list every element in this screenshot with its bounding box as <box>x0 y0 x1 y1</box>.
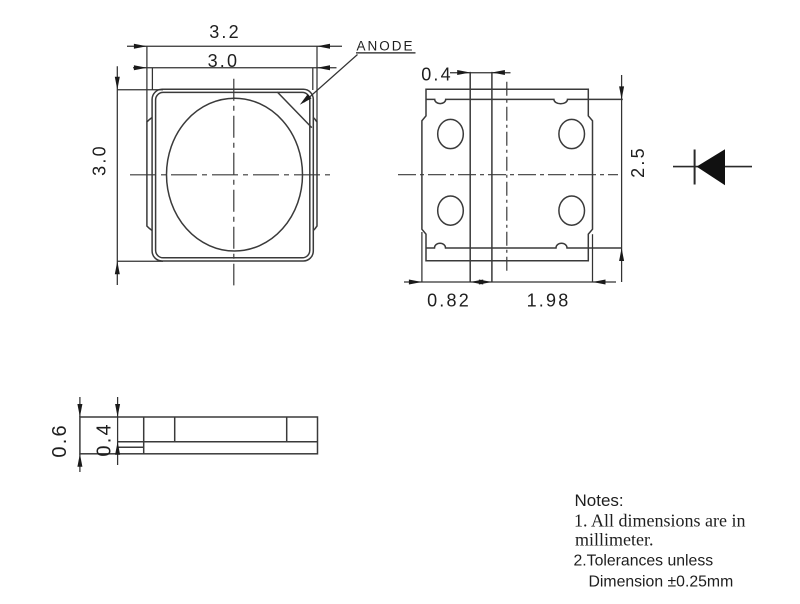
svg-text:0.4: 0.4 <box>94 422 116 456</box>
svg-text:0.82: 0.82 <box>427 291 471 311</box>
svg-text:2.5: 2.5 <box>628 146 648 178</box>
svg-text:3.2: 3.2 <box>209 22 241 42</box>
svg-text:millimeter.: millimeter. <box>575 530 654 550</box>
svg-text:2.Tolerances unless: 2.Tolerances unless <box>574 553 714 570</box>
svg-text:ANODE: ANODE <box>357 39 415 54</box>
svg-text:1.98: 1.98 <box>527 291 571 311</box>
svg-text:Notes:: Notes: <box>575 491 624 510</box>
svg-text:1. All dimensions are in: 1. All dimensions are in <box>574 511 745 531</box>
svg-text:0.6: 0.6 <box>49 423 71 457</box>
svg-text:3.0: 3.0 <box>208 51 240 71</box>
svg-text:3.0: 3.0 <box>90 144 110 176</box>
svg-text:Dimension ±0.25mm: Dimension ±0.25mm <box>589 574 734 591</box>
svg-text:0.4: 0.4 <box>421 64 453 84</box>
